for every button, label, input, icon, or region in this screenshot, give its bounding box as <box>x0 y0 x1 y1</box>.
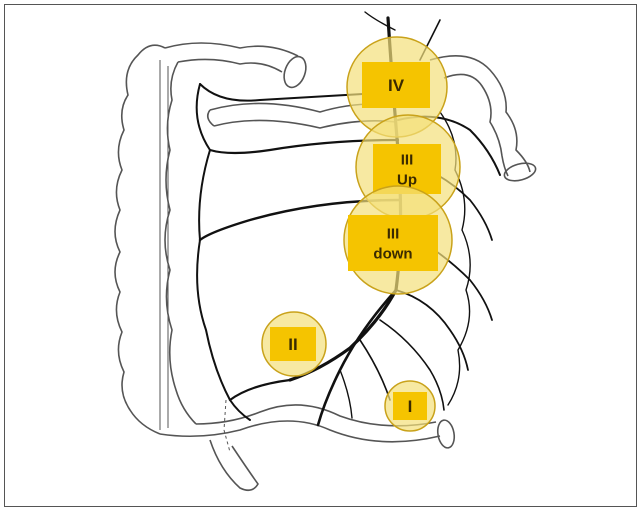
zone-label-text: III <box>387 225 400 242</box>
zone-ii: II <box>261 311 327 377</box>
zone-label-box <box>373 144 441 194</box>
zone-i: I <box>384 380 436 432</box>
zone-label-box <box>393 392 427 420</box>
zone-iii-down: III down <box>343 185 453 295</box>
zone-label-text: Up <box>397 171 417 188</box>
zone-label-text: II <box>288 335 297 354</box>
zone-label-box <box>362 62 430 108</box>
figure-frame <box>4 4 637 507</box>
zone-label-text: down <box>373 245 412 262</box>
colon-illustration <box>114 42 537 492</box>
zone-label-text: III <box>401 151 414 168</box>
zone-iv: IV <box>346 36 448 138</box>
zone-label-box <box>348 215 438 271</box>
zone-label-text: I <box>408 397 413 416</box>
zone-label-box <box>270 327 316 361</box>
zone-label-text: IV <box>388 76 405 95</box>
